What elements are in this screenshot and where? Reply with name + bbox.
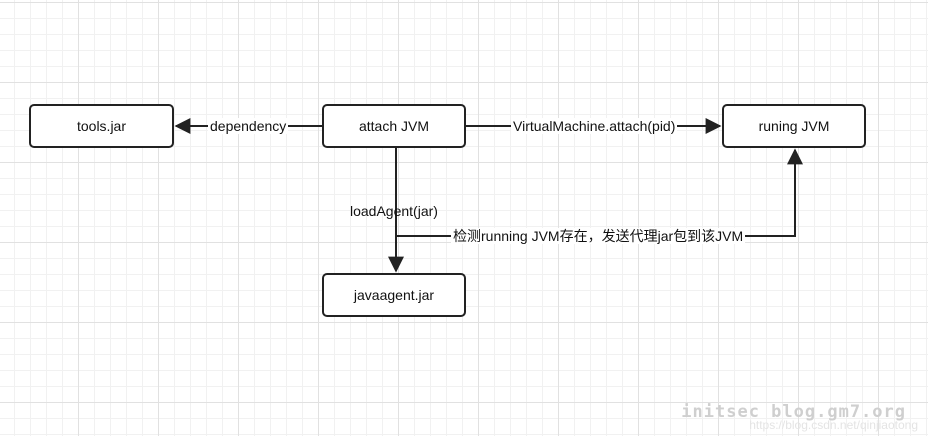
detect-send-arrow [396,148,803,237]
javaagent-jar-node[interactable]: javaagent.jar [322,273,466,317]
attach-edge-label: VirtualMachine.attach(pid) [511,118,678,134]
attach-jvm-node[interactable]: attach JVM [322,104,466,148]
runing-jvm-node[interactable]: runing JVM [722,104,866,148]
detect-send-edge-label: 检测running JVM存在，发送代理jar包到该JVM [451,228,746,244]
tools-jar-node[interactable]: tools.jar [29,104,174,148]
runing-jvm-label: runing JVM [758,118,830,134]
attach-jvm-label: attach JVM [358,118,430,134]
tools-jar-label: tools.jar [76,118,127,134]
javaagent-jar-label: javaagent.jar [353,287,435,303]
load-agent-edge-label: loadAgent(jar) [350,203,438,219]
dependency-edge-label: dependency [208,118,289,134]
